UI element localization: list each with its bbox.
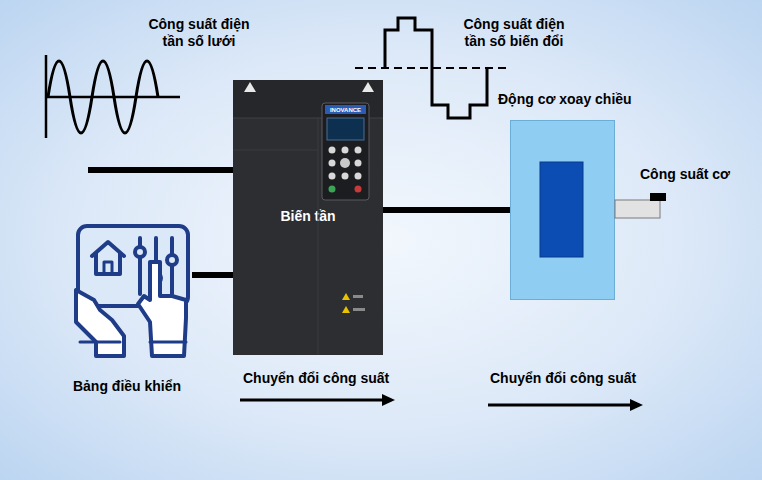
motor-shaft (615, 200, 660, 218)
keypad (322, 103, 369, 200)
arrow-head (382, 394, 395, 406)
shaft-key (650, 193, 666, 201)
slider-track (170, 238, 174, 294)
sticker-line (353, 295, 363, 298)
inverter-details (233, 80, 383, 355)
power-flow-arrow (488, 399, 643, 411)
hand-symbol (76, 290, 124, 356)
keypad-button (355, 173, 362, 180)
axis-line (45, 55, 48, 138)
tablet-outline (78, 226, 188, 306)
axis-line (46, 96, 180, 99)
pointing-hand-symbol (138, 262, 186, 356)
keypad-button (329, 173, 336, 180)
keypad-screen (327, 118, 364, 140)
power-wire (383, 207, 510, 213)
node-title: Biến tần (233, 208, 383, 225)
panel-seam (233, 150, 318, 151)
arrow-head (630, 399, 643, 411)
keypad-button (342, 173, 349, 180)
flow-label: Chuyển đổi công suất (243, 370, 389, 387)
keypad-button (329, 147, 336, 154)
stop-button (355, 186, 362, 193)
slider-track (138, 238, 142, 294)
motor-box: Động cơ xoay chiều (510, 120, 615, 300)
node-heading: Động cơ xoay chiều (498, 91, 632, 108)
mounting-hole (244, 82, 256, 92)
keypad-buttons (329, 147, 362, 193)
slider-track (154, 238, 158, 294)
power-label: Công suất cơ (640, 166, 730, 183)
power-label: Công suất điện tần số lưới (143, 16, 255, 50)
warning-sticker (342, 293, 350, 300)
sine-wave-symbol (46, 55, 180, 138)
power-label: Công suất điện tần số biến đổi (455, 16, 573, 50)
motor-rotor (540, 162, 583, 257)
slider-knob (151, 273, 161, 283)
inverter-box: Biến tần (233, 80, 383, 355)
keypad-dial (340, 158, 350, 168)
arrow-shaft (240, 399, 384, 402)
keypad-button (342, 147, 349, 154)
cuff-line (80, 341, 120, 344)
control-panel-icon (76, 226, 188, 356)
power-flow-arrow (240, 394, 395, 406)
run-button (329, 186, 336, 193)
house-symbol (92, 242, 124, 274)
warning-sticker (342, 306, 350, 313)
keypad-button (355, 147, 362, 154)
flow-label: Chuyển đổi công suất (490, 370, 636, 387)
logo-bar (325, 105, 366, 114)
door-symbol (104, 262, 112, 274)
supply-wire (88, 167, 234, 173)
power-wire (192, 272, 233, 278)
panel-seam (233, 118, 383, 119)
slider-knob (167, 255, 177, 265)
control-panel-box: Bảng điều khiển (62, 222, 192, 395)
sticker-line (353, 308, 365, 311)
mounting-hole (362, 82, 374, 92)
keypad-button (329, 160, 336, 167)
keypad-button (355, 160, 362, 167)
top-panel (233, 80, 383, 118)
sine-wave (48, 61, 158, 133)
panel-seam (318, 118, 319, 355)
dashed-axis (355, 67, 510, 69)
slider-knob (135, 247, 145, 257)
cuff-line (150, 341, 186, 344)
brand-logo: INOVANCE (325, 106, 366, 114)
node-caption: Bảng điều khiển (62, 378, 192, 395)
arrow-shaft (488, 404, 632, 407)
